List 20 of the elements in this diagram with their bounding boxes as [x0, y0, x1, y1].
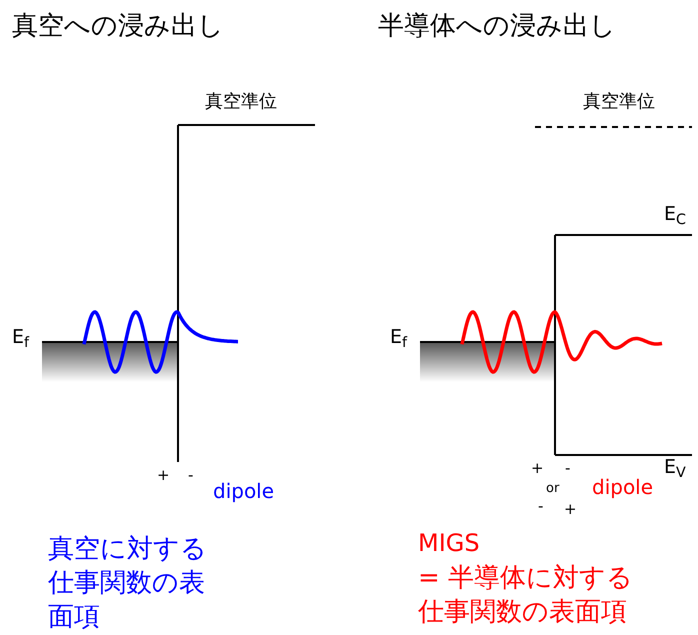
level-label: E$_{V}$: [664, 455, 686, 480]
note-text: = 半導体に対する仕事関数の表面項: [418, 562, 634, 629]
level-label: 真空準位: [583, 90, 655, 114]
or-label: or: [546, 481, 560, 498]
dipole-label: dipole: [592, 474, 654, 500]
level-label: 真空準位: [205, 90, 277, 114]
note-text: 真空に対する仕事関数の表面項: [48, 533, 208, 634]
level-label: E$_{f}$: [390, 325, 408, 350]
note-text: MIGS: [418, 528, 480, 559]
dipole-label: dipole: [213, 478, 274, 504]
panel-heading: 半導体への浸み出し: [378, 10, 616, 43]
level-label: E$_{C}$: [664, 202, 686, 227]
level-label: E$_{f}$: [12, 325, 30, 350]
charge-sign: +: [531, 459, 544, 478]
charge-sign: -: [565, 459, 570, 478]
charge-sign: -: [538, 497, 544, 516]
charge-sign: -: [188, 466, 194, 486]
panel-heading: 真空への浸み出し: [12, 10, 224, 43]
charge-sign: +: [564, 500, 577, 520]
charge-sign: +: [157, 466, 170, 486]
